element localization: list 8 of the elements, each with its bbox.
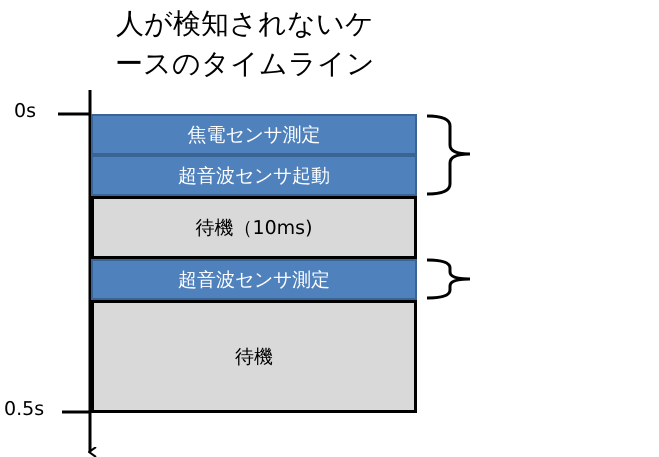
idle-bar: 待機 — [91, 300, 417, 413]
task-bar: 焦電センサ測定 — [91, 114, 417, 155]
tick-label: 0.5s — [4, 398, 44, 420]
title: 人が検知されないケースのタイムライン — [114, 6, 376, 82]
task-bar: 超音波センサ起動 — [91, 155, 417, 196]
task-bar: 超音波センサ測定 — [91, 259, 417, 300]
tick-label: 0s — [14, 100, 36, 122]
idle-bar: 待機（10ms) — [91, 196, 417, 259]
